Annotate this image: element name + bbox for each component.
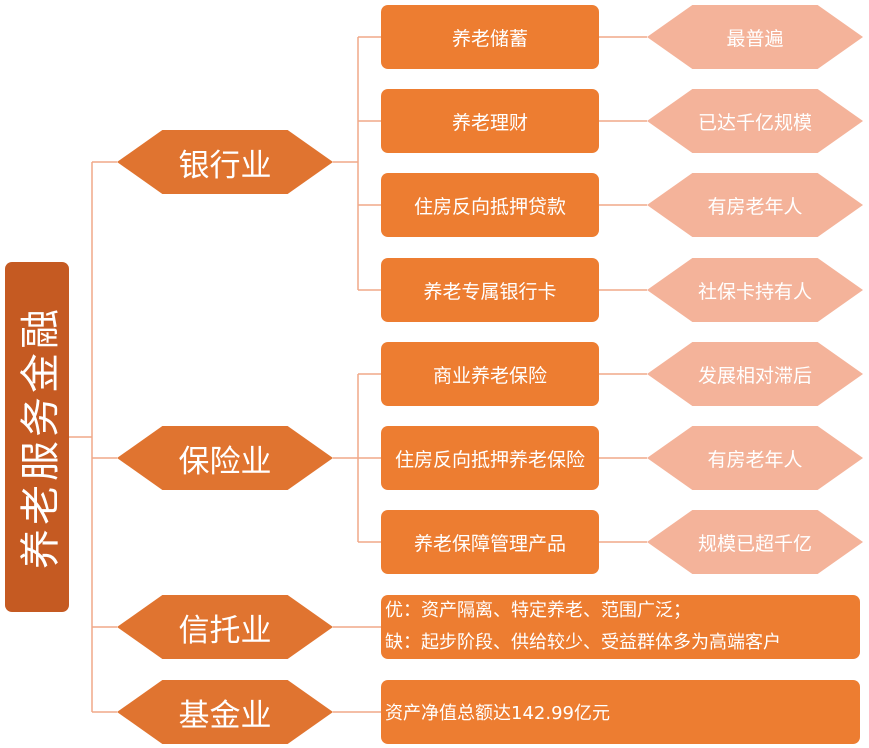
feature-hex: 规模已超千亿 — [647, 510, 863, 574]
feature-hex: 有房老年人 — [647, 173, 863, 237]
trust-pros: 优：资产隔离、特定养老、范围广泛； — [385, 600, 691, 621]
category-trust: 信托业 — [117, 595, 333, 659]
product-name: 住房反向抵押养老保险 — [394, 448, 585, 471]
feature-text: 有房老年人 — [707, 448, 803, 471]
category-insurance-label: 保险业 — [178, 443, 272, 480]
feature-text: 已达千亿规模 — [697, 111, 812, 134]
product-name: 养老理财 — [451, 111, 528, 134]
product-box: 养老储蓄 — [381, 5, 599, 69]
category-banking-label: 银行业 — [178, 147, 272, 184]
trust-detail: 优：资产隔离、特定养老、范围广泛； 缺：起步阶段、供给较少、受益群体多为高端客户 — [381, 595, 860, 659]
product-box: 养老理财 — [381, 89, 599, 153]
category-trust-label: 信托业 — [178, 612, 272, 649]
feature-hex: 发展相对滞后 — [647, 342, 863, 406]
product-box: 商业养老保险 — [381, 342, 599, 406]
product-name: 住房反向抵押贷款 — [413, 195, 566, 218]
category-insurance: 保险业 — [117, 426, 333, 490]
fund-detail: 资产净值总额达142.99亿元 — [381, 680, 860, 744]
feature-text: 有房老年人 — [707, 195, 803, 218]
product-box: 养老保障管理产品 — [381, 510, 599, 574]
feature-hex: 有房老年人 — [647, 426, 863, 490]
product-name: 商业养老保险 — [432, 364, 547, 387]
product-name: 养老储蓄 — [451, 27, 528, 50]
feature-text: 规模已超千亿 — [697, 532, 812, 555]
product-box: 住房反向抵押贷款 — [381, 173, 599, 237]
feature-text: 最普遍 — [726, 27, 784, 50]
product-box: 养老专属银行卡 — [381, 258, 599, 322]
category-fund: 基金业 — [117, 680, 333, 744]
root-node: 养老服务金融 — [5, 262, 69, 612]
feature-text: 社保卡持有人 — [697, 280, 812, 303]
product-name: 养老保障管理产品 — [413, 532, 566, 555]
feature-text: 发展相对滞后 — [697, 364, 812, 387]
fund-detail-text: 资产净值总额达142.99亿元 — [385, 703, 610, 724]
category-fund-label: 基金业 — [178, 697, 272, 734]
category-banking: 银行业 — [117, 130, 333, 194]
product-name: 养老专属银行卡 — [423, 280, 557, 303]
feature-hex: 社保卡持有人 — [647, 258, 863, 322]
feature-hex: 最普遍 — [647, 5, 863, 69]
product-box: 住房反向抵押养老保险 — [381, 426, 599, 490]
root-label: 养老服务金融 — [18, 305, 64, 569]
feature-hex: 已达千亿规模 — [647, 89, 863, 153]
trust-cons: 缺：起步阶段、供给较少、受益群体多为高端客户 — [385, 632, 781, 653]
